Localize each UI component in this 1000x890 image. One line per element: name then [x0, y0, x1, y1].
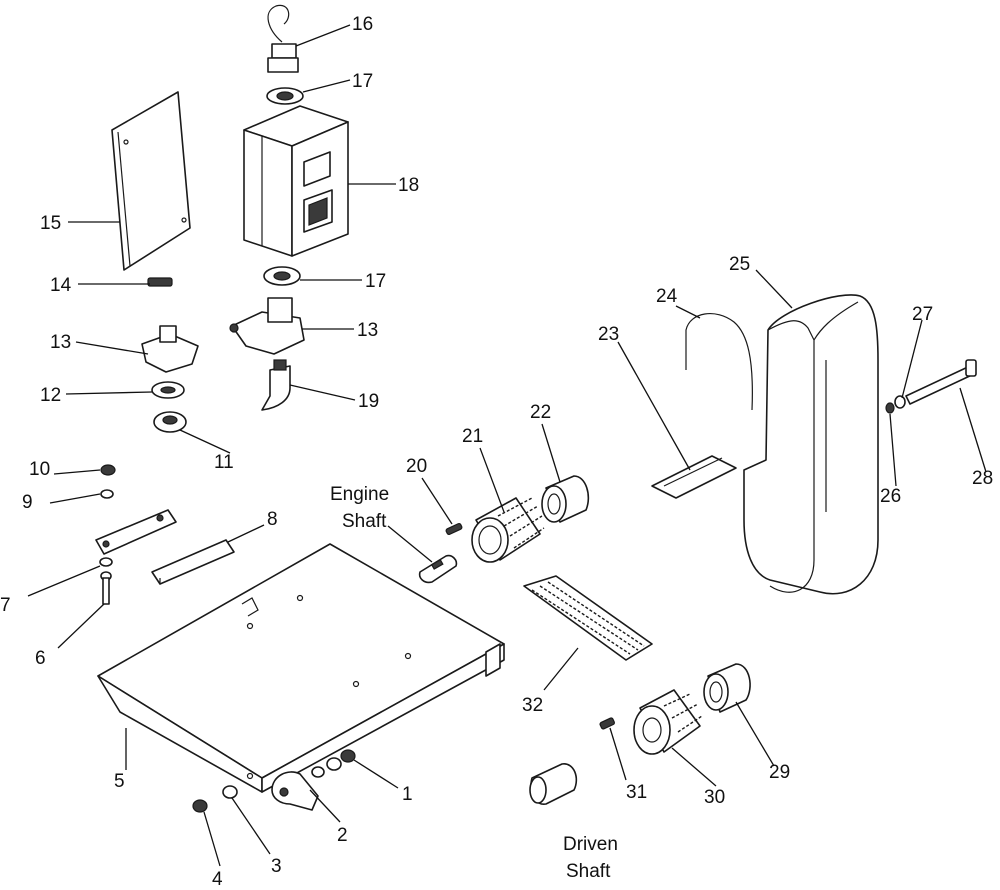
callout-14: 14: [50, 275, 72, 296]
part-17-nut-bottom: [263, 266, 301, 286]
callout-26: 26: [880, 486, 901, 507]
part-16-cable-gland: [267, 4, 299, 73]
callout-23: 23: [598, 324, 619, 345]
part-13-bracket-right: [229, 297, 305, 355]
callout-13-left: 13: [50, 332, 71, 353]
callout-21: 21: [462, 426, 483, 447]
leader-lines: [27, 24, 987, 867]
part-9-washer: [100, 489, 114, 499]
callout-32: 32: [522, 695, 543, 716]
callout-17-top: 17: [352, 71, 373, 92]
part-13-bracket-left: [141, 325, 199, 373]
part-22-bushing: [541, 475, 590, 523]
part-28-rod: [905, 359, 977, 405]
callout-12: 12: [40, 385, 61, 406]
part-1-nut: [326, 749, 356, 771]
driven-shaft-label-line2: Shaft: [566, 861, 611, 882]
callout-29: 29: [769, 762, 790, 783]
part-19-clamp: [261, 359, 291, 411]
part-23-bracket: [651, 455, 737, 499]
part-24-guard-clip: [685, 313, 753, 411]
callout-28: 28: [972, 468, 993, 489]
part-25-belt-guard: [743, 294, 879, 595]
part-29-bushing: [703, 663, 751, 713]
callout-4: 4: [212, 869, 223, 890]
part-17-nut-top: [266, 87, 304, 105]
callout-30: 30: [704, 787, 725, 808]
engine-shaft: [418, 554, 458, 584]
part-5-base-plate: [97, 543, 505, 793]
driven-shaft-label-line1: Driven: [563, 834, 618, 855]
part-2-hinge-bracket: [271, 766, 325, 811]
driven-shaft: [529, 763, 578, 805]
part-31-key: [599, 717, 615, 730]
callout-6: 6: [35, 648, 46, 669]
callout-15: 15: [40, 213, 61, 234]
part-18-switch-box: [243, 105, 349, 257]
part-20-key: [445, 522, 463, 536]
callout-9: 9: [22, 492, 33, 513]
part-32-belt: [523, 575, 653, 661]
part-14-screw: [147, 277, 173, 287]
callout-27: 27: [912, 304, 933, 325]
part-15-cover-plate: [111, 91, 191, 271]
callout-1: 1: [402, 784, 413, 805]
callout-10: 10: [29, 459, 50, 480]
callout-31: 31: [626, 782, 647, 803]
part-11-washer: [153, 411, 187, 433]
callout-8: 8: [267, 509, 278, 530]
part-21-drive-pulley: [471, 497, 545, 563]
part-mounting-bar: [95, 509, 177, 555]
callout-24: 24: [656, 286, 678, 307]
callout-7: 7: [0, 595, 11, 616]
callout-16: 16: [352, 14, 373, 35]
callout-22: 22: [530, 402, 551, 423]
part-27-washer: [894, 395, 906, 409]
callout-17-bottom: 17: [365, 271, 386, 292]
callout-labels: 16 17 18 15 14 17 13 13 12 19 11 10 9 7 …: [0, 14, 993, 890]
part-30-driven-pulley: [633, 689, 703, 755]
callout-18: 18: [398, 175, 419, 196]
part-10-nut: [100, 464, 116, 476]
part-8-bar: [151, 539, 235, 585]
engine-shaft-label-line1: Engine: [330, 484, 389, 505]
callout-11: 11: [214, 452, 234, 473]
part-12-nut: [151, 381, 185, 399]
part-6-bolt: [100, 571, 112, 605]
callout-19: 19: [358, 391, 379, 412]
callout-2: 2: [337, 825, 348, 846]
callout-5: 5: [114, 771, 125, 792]
part-26-nut: [885, 402, 895, 414]
callout-20: 20: [406, 456, 427, 477]
callout-3: 3: [271, 856, 282, 877]
callout-13-right: 13: [357, 320, 378, 341]
part-4-nut: [192, 799, 208, 813]
engine-shaft-label-line2: Shaft: [342, 511, 387, 532]
part-7-washer: [99, 557, 113, 567]
callout-25: 25: [729, 254, 750, 275]
part-3-washer: [222, 785, 238, 799]
